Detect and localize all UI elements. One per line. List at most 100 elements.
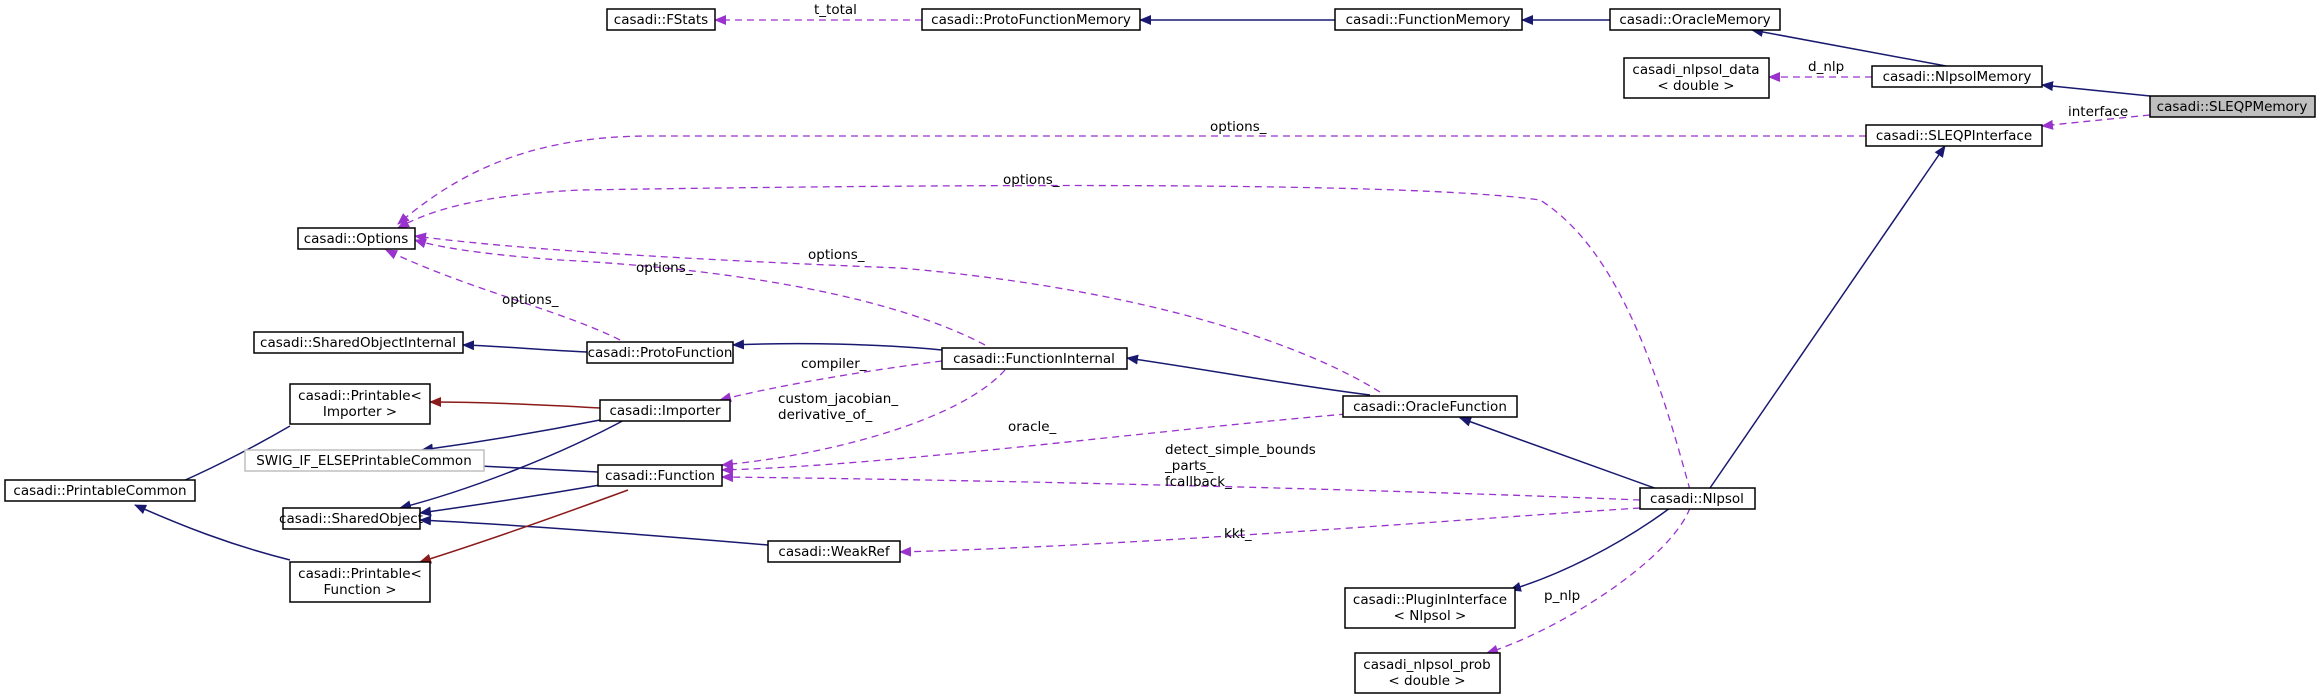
node-shared-object[interactable]: casadi::SharedObject <box>279 507 423 530</box>
node-oracle-memory[interactable]: casadi::OracleMemory <box>1609 8 1781 31</box>
edge-usage-custom-jacobian <box>721 369 1006 469</box>
node-printable-function[interactable]: casadi::Printable<Function > <box>289 561 431 603</box>
text-line: casadi::SLEQPInterface <box>1876 128 2032 144</box>
node-nlpsol-data[interactable]: casadi_nlpsol_data< double > <box>1623 57 1770 99</box>
svg-text:casadi::OracleMemory: casadi::OracleMemory <box>1619 12 1770 28</box>
edge-function-internal-to-proto-function <box>732 339 943 351</box>
label-options-oracle-function: options_ <box>808 247 865 263</box>
edge-usage-detect-simple-bounds <box>721 472 1641 501</box>
text-line: SWIG_IF_ELSEPrintableCommon <box>256 453 472 469</box>
label-custom-jacobian: custom_jacobian_derivative_of_ <box>778 391 898 423</box>
svg-text:casadi::NlpsolMemory: casadi::NlpsolMemory <box>1883 69 2032 85</box>
edge-oracle-function-to-function-internal <box>1126 354 1371 396</box>
text-line: casadi::Importer <box>609 403 721 419</box>
text-line: Importer > <box>323 404 397 420</box>
template-edges <box>419 397 629 564</box>
node-function-internal[interactable]: casadi::FunctionInternal <box>941 347 1128 370</box>
node-oracle-function[interactable]: casadi::OracleFunction <box>1342 395 1518 418</box>
text-line: fcallback_ <box>1165 474 1232 490</box>
node-proto-function[interactable]: casadi::ProtoFunction <box>586 341 734 364</box>
edge-usage-p-nlp <box>1486 507 1691 655</box>
svg-text:casadi::SLEQPInterface: casadi::SLEQPInterface <box>1876 128 2032 144</box>
nodes: casadi::SLEQPMemory casadi::NlpsolMemory… <box>4 8 2316 694</box>
node-importer[interactable]: casadi::Importer <box>599 399 731 422</box>
svg-text:SWIG_IF_ELSEPrintableCommon: SWIG_IF_ELSEPrintableCommon <box>256 453 472 469</box>
node-shared-object-internal[interactable]: casadi::SharedObjectInternal <box>253 331 464 354</box>
svg-text:casadi::FunctionMemory: casadi::FunctionMemory <box>1346 12 1511 28</box>
text-line: casadi::WeakRef <box>778 544 890 560</box>
svg-text:casadi::ProtoFunctionMemory: casadi::ProtoFunctionMemory <box>931 12 1131 28</box>
node-proto-function-memory[interactable]: casadi::ProtoFunctionMemory <box>921 8 1141 31</box>
text-line: casadi::PrintableCommon <box>13 483 186 499</box>
label-d-nlp: d_nlp <box>1808 59 1844 75</box>
text-line: casadi_nlpsol_data <box>1632 62 1759 78</box>
text-line: Function > <box>323 582 396 598</box>
text-line: options_ <box>636 260 693 276</box>
node-sleqp-memory[interactable]: casadi::SLEQPMemory <box>2149 95 2316 118</box>
label-oracle: oracle_ <box>1008 419 1057 435</box>
edge-importer-to-shared-object <box>399 417 629 511</box>
node-weak-ref[interactable]: casadi::WeakRef <box>767 540 901 563</box>
edge-nlpsol-to-sleqp-interface <box>1709 145 1946 489</box>
edge-function-to-printable-function <box>419 489 629 564</box>
text-line: d_nlp <box>1808 59 1844 75</box>
node-function-memory[interactable]: casadi::FunctionMemory <box>1334 8 1523 31</box>
node-nlpsol[interactable]: casadi::Nlpsol <box>1639 487 1756 510</box>
text-line: detect_simple_bounds <box>1165 442 1316 458</box>
text-line: casadi::FunctionInternal <box>953 351 1115 367</box>
edge-nlpsol-memory-to-oracle-memory <box>1751 27 1947 67</box>
text-line: casadi_nlpsol_prob <box>1363 657 1490 673</box>
text-line: custom_jacobian_ <box>778 391 898 407</box>
node-function[interactable]: casadi::Function <box>597 464 723 487</box>
edge-importer-to-swig-printable-common <box>421 419 601 454</box>
node-printable-common[interactable]: casadi::PrintableCommon <box>4 479 196 502</box>
edge-usage-oracle <box>721 411 1371 475</box>
text-line: _parts_ <box>1164 458 1213 474</box>
edge-weak-ref-to-shared-object <box>419 515 769 546</box>
text-line: casadi::Nlpsol <box>1650 491 1744 507</box>
node-swig-printable-common[interactable]: SWIG_IF_ELSEPrintableCommon <box>244 449 485 472</box>
text-line: casadi::SharedObject <box>279 511 423 527</box>
svg-text:casadi::Options: casadi::Options <box>304 231 409 247</box>
node-plugin-interface[interactable]: casadi::PluginInterface< Nlpsol > <box>1344 587 1516 629</box>
edge-sleqp-memory-to-nlpsol-memory <box>2041 81 2151 97</box>
node-nlpsol-memory[interactable]: casadi::NlpsolMemory <box>1871 65 2043 88</box>
label-options-nlpsol: options_ <box>1003 172 1060 188</box>
svg-text:casadi::PrintableCommon: casadi::PrintableCommon <box>13 483 186 499</box>
label-interface: interface <box>2068 104 2128 120</box>
node-nlpsol-prob[interactable]: casadi_nlpsol_prob< double > <box>1354 652 1501 694</box>
edge-nlpsol-to-oracle-function <box>1459 417 1661 491</box>
text-line: options_ <box>1003 172 1060 188</box>
text-line: casadi::OracleFunction <box>1353 399 1507 415</box>
text-line: casadi::ProtoFunctionMemory <box>931 12 1131 28</box>
text-line: casadi::Printable< <box>298 388 422 404</box>
text-line: t_total <box>814 2 857 18</box>
edge-usage-options-sleqp <box>397 135 1866 225</box>
svg-text:casadi::Printable<Importer >: casadi::Printable<Importer > <box>298 388 422 420</box>
node-fstats[interactable]: casadi::FStats <box>606 8 716 31</box>
text-line: oracle_ <box>1008 419 1057 435</box>
edge-labels: t_total d_nlp interface options_ options… <box>502 2 2128 604</box>
node-printable-importer[interactable]: casadi::Printable<Importer > <box>289 383 431 425</box>
label-options-proto-function: options_ <box>502 292 559 308</box>
node-sleqp-interface[interactable]: casadi::SLEQPInterface <box>1865 124 2043 147</box>
edge-proto-function-to-shared-object-internal <box>462 340 588 353</box>
text-line: options_ <box>502 292 559 308</box>
text-line: kkt_ <box>1224 526 1252 542</box>
edge-usage-compiler <box>719 360 943 403</box>
svg-text:casadi::FStats: casadi::FStats <box>614 12 708 28</box>
svg-text:casadi::OracleFunction: casadi::OracleFunction <box>1353 399 1507 415</box>
edge-usage-interface <box>2041 114 2151 130</box>
text-line: casadi::ProtoFunction <box>588 345 733 361</box>
svg-text:casadi::FunctionInternal: casadi::FunctionInternal <box>953 351 1115 367</box>
node-options[interactable]: casadi::Options <box>297 227 416 250</box>
svg-text:casadi::Importer: casadi::Importer <box>609 403 721 419</box>
text-line: options_ <box>1210 119 1267 135</box>
text-line: casadi::OracleMemory <box>1619 12 1770 28</box>
edge-function-to-shared-object <box>419 484 601 517</box>
text-line: < double > <box>1657 78 1734 94</box>
text-line: derivative_of_ <box>778 407 873 423</box>
svg-text:casadi::ProtoFunction: casadi::ProtoFunction <box>588 345 733 361</box>
label-p-nlp: p_nlp <box>1544 588 1580 604</box>
